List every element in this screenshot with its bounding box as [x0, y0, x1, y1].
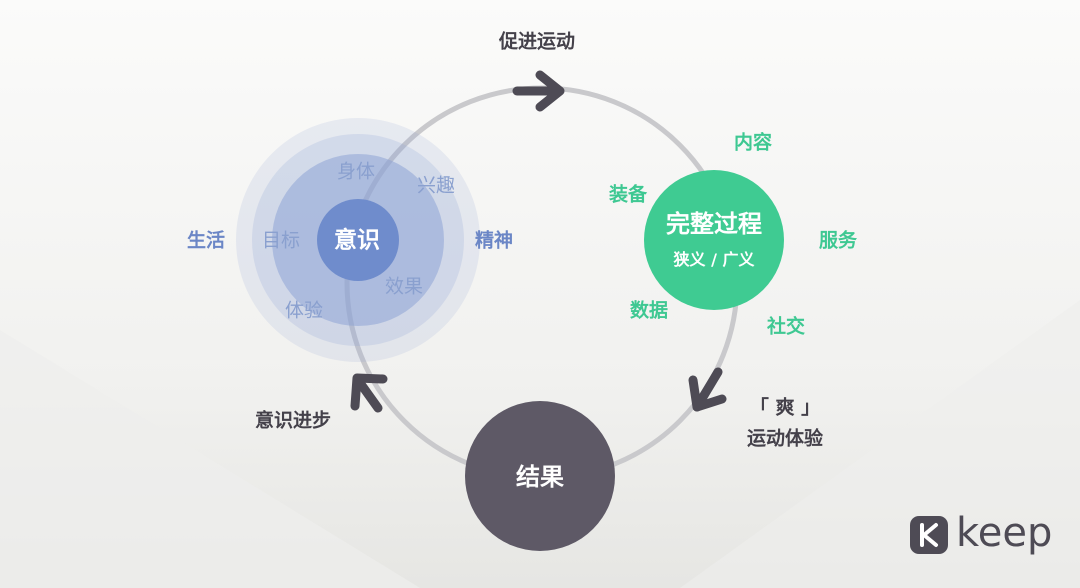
- awareness-center-label: 意识: [334, 227, 380, 254]
- result-label: 结果: [516, 463, 564, 491]
- promote-exercise-label: 促进运动: [498, 30, 576, 53]
- keep-logo-wordmark: keep: [956, 510, 1053, 556]
- keep-logo: keep: [910, 510, 1060, 564]
- awareness-ring-label-interest: 兴趣: [416, 174, 456, 197]
- awareness-core-circle: [317, 199, 399, 281]
- result-circle: [465, 401, 615, 551]
- awareness-outer-label-spirit: 精神: [474, 229, 514, 252]
- keep-logo-icon: [910, 516, 948, 554]
- left-arrow-icon: [350, 373, 388, 413]
- awareness-ring-label-body: 身体: [336, 160, 376, 183]
- top-arrow-icon: [512, 70, 565, 112]
- process-subtitle: 狭义 / 广义: [673, 250, 755, 269]
- background-shade: [680, 300, 1080, 588]
- process-tag-equipment: 装备: [608, 183, 648, 206]
- process-tag-data: 数据: [629, 299, 669, 322]
- experience-label-line1: 「 爽 」: [749, 396, 821, 419]
- awareness-ring-label-goal: 目标: [261, 229, 301, 252]
- background-shade: [0, 330, 420, 588]
- right-arrow-icon: [688, 367, 727, 412]
- process-circle: [644, 170, 784, 310]
- awareness-ring-label-experience: 体验: [284, 299, 324, 322]
- awareness-ring-label-effect: 效果: [384, 275, 424, 298]
- awareness-progress-label: 意识进步: [254, 409, 332, 432]
- awareness-outer-label-life: 生活: [186, 229, 226, 252]
- process-title: 完整过程: [666, 210, 762, 238]
- process-tag-service: 服务: [818, 229, 858, 252]
- process-tag-content: 内容: [733, 131, 773, 154]
- process-tag-social: 社交: [766, 315, 806, 338]
- experience-label-line2: 运动体验: [746, 427, 824, 450]
